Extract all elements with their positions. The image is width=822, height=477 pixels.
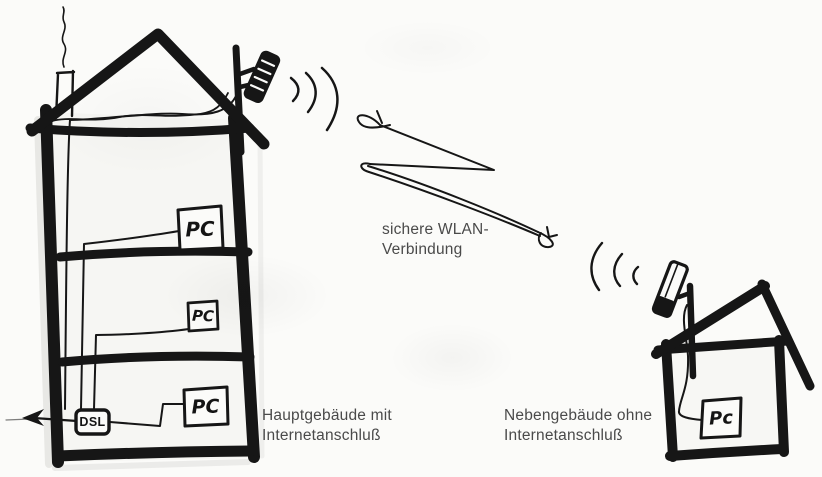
dsl-box xyxy=(74,408,111,436)
pc2-cable xyxy=(93,328,190,410)
outbuilding-pc-label: Pc xyxy=(708,406,734,430)
main-antenna xyxy=(232,44,281,156)
bottom-wall xyxy=(52,445,256,462)
smoke-line xyxy=(61,6,67,68)
wave-medium xyxy=(613,252,624,288)
outbuilding-pc-cable xyxy=(678,304,703,421)
arrow-shaft-b xyxy=(368,171,541,237)
top-wall-line xyxy=(25,123,255,137)
pc1-cable xyxy=(80,230,180,410)
antenna-mast xyxy=(232,44,245,156)
wlan-link-caption: sichere WLAN- Verbindung xyxy=(382,220,489,260)
main-antenna-waves xyxy=(289,66,339,132)
scan-shadow-left xyxy=(34,116,53,468)
pc3-label: PC xyxy=(191,395,220,418)
outbuilding-roof-left xyxy=(651,281,770,359)
dsl-label: DSL xyxy=(79,415,106,429)
outbuilding-bottom-wall xyxy=(665,444,787,461)
outbuilding-antenna-waves xyxy=(590,241,640,292)
arrow-left-hook xyxy=(360,162,371,173)
building-interior xyxy=(46,112,254,462)
scan-shadow-right xyxy=(257,132,265,459)
pc3-box xyxy=(182,385,230,428)
scan-shadow-bottom xyxy=(52,459,251,471)
internet-uplink-arrow xyxy=(5,409,79,426)
outbuilding-caption: Nebengebäude ohne Internetanschluß xyxy=(504,406,652,446)
outbuilding-left-wall xyxy=(661,339,678,462)
main-building-caption-line2: Internetanschluß xyxy=(262,427,381,444)
wave-small xyxy=(289,76,300,103)
arrowhead-left-icon xyxy=(22,409,44,426)
pc2-label: PC xyxy=(191,306,215,326)
arrowhead-upper-icon xyxy=(356,110,391,129)
arrowhead-lower-icon xyxy=(537,226,558,249)
outbuilding-pc-box xyxy=(699,396,743,440)
pc3-cable xyxy=(109,403,185,427)
roof xyxy=(26,28,270,150)
floor-line-2 xyxy=(57,351,255,367)
wave-large xyxy=(590,241,604,292)
outbuilding-antenna-bracket xyxy=(676,290,693,300)
outbuilding-top-wall xyxy=(653,336,793,355)
wave-medium xyxy=(304,71,317,114)
main-building-drawing xyxy=(5,6,339,471)
outbuilding-roof-right xyxy=(757,279,815,391)
main-building-caption: Hauptgebäude mit Internetanschluß xyxy=(262,406,392,446)
outbuilding-drawing xyxy=(590,241,815,462)
arrow-shaft-a xyxy=(367,165,539,233)
pc1-box xyxy=(176,204,225,252)
wave-small xyxy=(632,265,640,286)
wlan-link-caption-line1: sichere WLAN- xyxy=(382,221,489,238)
pc2-box xyxy=(186,299,220,333)
left-wall xyxy=(40,104,64,468)
ceiling-cable-line xyxy=(51,92,229,122)
wave-large xyxy=(320,66,339,132)
main-building-caption-line1: Hauptgebäude mit xyxy=(262,407,392,424)
floor-line-1 xyxy=(55,246,253,262)
wlan-link-caption-line2: Verbindung xyxy=(382,241,463,258)
outbuilding-caption-line2: Internetanschluß xyxy=(504,427,623,444)
outbuilding-caption-line1: Nebengebäude ohne xyxy=(504,407,653,424)
pc1-label: PC xyxy=(184,216,216,242)
right-wall xyxy=(228,112,260,463)
outbuilding-right-wall xyxy=(774,335,789,457)
antenna-body xyxy=(243,50,281,103)
wlan-arrow xyxy=(356,110,558,249)
arrow-zigzag-upper xyxy=(369,124,495,171)
